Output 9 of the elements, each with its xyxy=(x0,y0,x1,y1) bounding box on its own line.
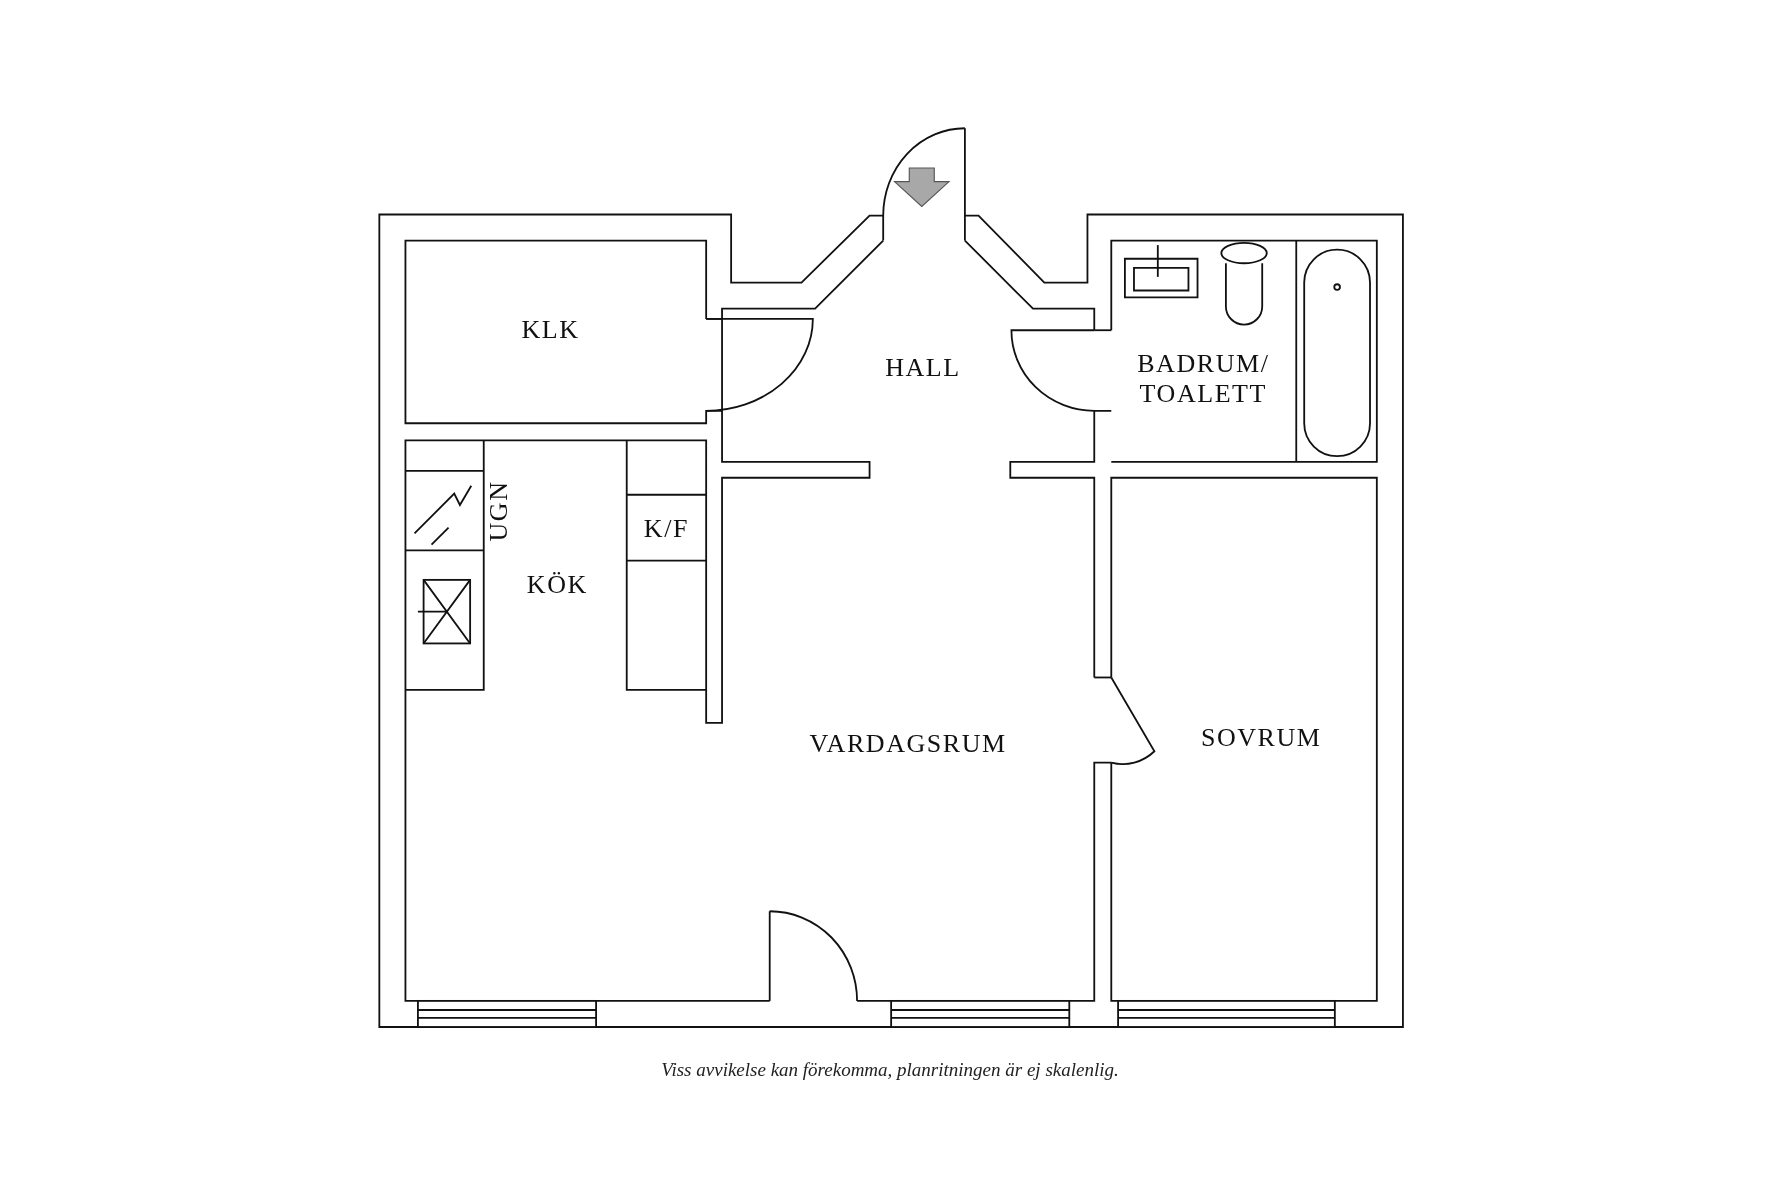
room-label: SOVRUM xyxy=(1199,722,1323,753)
caption: Viss avvikelse kan förekomma, planritningen är ej skalenlig. xyxy=(660,1058,1120,1082)
room-label: KLK xyxy=(520,315,581,346)
room-label: HALL xyxy=(884,352,962,383)
room-label: UGN xyxy=(484,479,515,544)
room-label: BADRUM/ TOALETT xyxy=(1136,349,1271,410)
room-label: K/F xyxy=(642,514,690,544)
room-label: KÖK xyxy=(525,569,589,600)
room-label: VARDAGSRUM xyxy=(808,728,1008,759)
